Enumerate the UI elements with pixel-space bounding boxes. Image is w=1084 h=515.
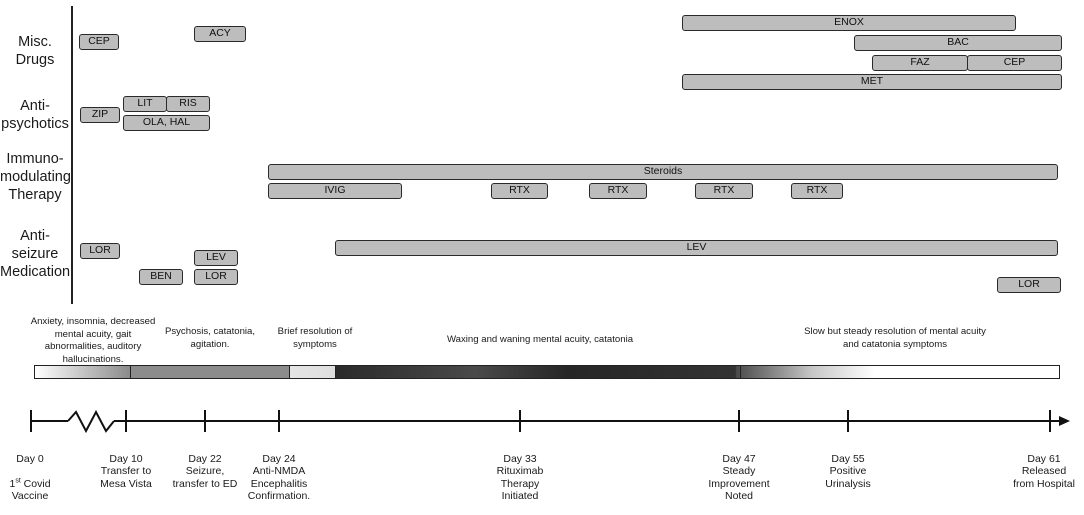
- bar-steroids: Steroids: [268, 164, 1058, 180]
- bar-lor-2: LOR: [194, 269, 238, 285]
- category-axis: [71, 6, 73, 304]
- timeline-axis: [30, 409, 1070, 434]
- strip-divider: [335, 365, 336, 379]
- bar-acy: ACY: [194, 26, 246, 42]
- timeline-break-zigzag: [67, 409, 115, 434]
- bar-lev-2: LEV: [194, 250, 238, 266]
- bar-rtx-1: RTX: [491, 183, 548, 199]
- bar-lev-1: LEV: [335, 240, 1058, 256]
- category-immunomodulating: Immuno- modulating Therapy: [0, 151, 71, 203]
- phase-text-1: Anxiety, insomnia, decreased mental acui…: [30, 316, 156, 365]
- timeline-day-0: Day 0 1st Covid Vaccine: [9, 452, 51, 503]
- category-antiseizure: Anti- seizure Medication: [0, 228, 71, 280]
- bar-cep-2: CEP: [967, 55, 1062, 71]
- phase-text-5: Slow but steady resolution of mental acu…: [804, 326, 986, 350]
- bar-lor-1: LOR: [80, 243, 120, 259]
- bar-lit: LIT: [123, 96, 167, 112]
- bar-rtx-3: RTX: [695, 183, 753, 199]
- phase-text-4: Waxing and waning mental acuity, cataton…: [446, 334, 634, 345]
- bar-ola-hal: OLA, HAL: [123, 115, 210, 131]
- bar-ivig: IVIG: [268, 183, 402, 199]
- timeline-arrowhead: [1059, 416, 1070, 426]
- phase-text-3: Brief resolution of symptoms: [277, 326, 353, 350]
- bar-ris: RIS: [166, 96, 210, 112]
- category-misc-drugs: Misc. Drugs: [15, 34, 55, 68]
- bar-ben: BEN: [139, 269, 183, 285]
- bar-enox: ENOX: [682, 15, 1016, 31]
- category-antipsychotics: Anti- psychotics: [1, 98, 69, 132]
- severity-strip: [34, 365, 1060, 379]
- bar-rtx-2: RTX: [589, 183, 647, 199]
- strip-divider: [740, 365, 741, 379]
- bar-zip: ZIP: [80, 107, 120, 123]
- bar-lor-3: LOR: [997, 277, 1061, 293]
- strip-divider: [289, 365, 290, 379]
- bar-met: MET: [682, 74, 1062, 90]
- bar-cep-1: CEP: [79, 34, 119, 50]
- bar-bac: BAC: [854, 35, 1062, 51]
- strip-divider: [130, 365, 131, 379]
- bar-rtx-4: RTX: [791, 183, 843, 199]
- phase-text-2: Psychosis, catatonia, agitation.: [164, 326, 256, 350]
- bar-faz: FAZ: [872, 55, 968, 71]
